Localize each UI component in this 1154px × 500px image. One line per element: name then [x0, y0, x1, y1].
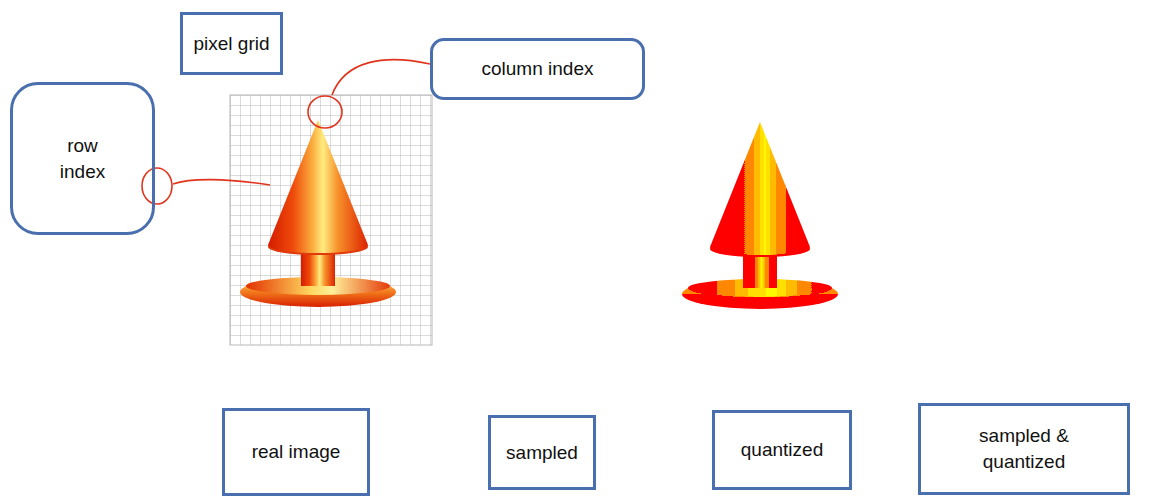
quantized-cone — [682, 122, 838, 309]
callout-box: column index — [430, 38, 645, 100]
highlight-circle — [142, 168, 172, 204]
leader-line — [332, 60, 430, 95]
callout-box: row index — [10, 82, 155, 235]
highlight-circle — [308, 96, 342, 128]
label-text: row index — [53, 133, 113, 184]
label-text: sampled — [506, 440, 578, 466]
real-cone — [240, 120, 396, 307]
sampled-quantized-cone — [877, 125, 1033, 312]
leader-line — [173, 180, 270, 185]
label-text: quantized — [741, 437, 823, 463]
label-box: sampled & quantized — [918, 403, 1130, 495]
label-box: quantized — [712, 410, 852, 490]
sampled-cone — [470, 125, 626, 312]
pixel-grid — [230, 95, 432, 345]
label-box: pixel grid — [180, 12, 283, 75]
label-text: sampled & quantized — [969, 423, 1079, 474]
label-text: pixel grid — [193, 31, 269, 57]
label-box: sampled — [488, 415, 596, 490]
label-text: column index — [482, 56, 594, 82]
label-text: real image — [252, 439, 341, 465]
label-box: real image — [222, 408, 370, 496]
